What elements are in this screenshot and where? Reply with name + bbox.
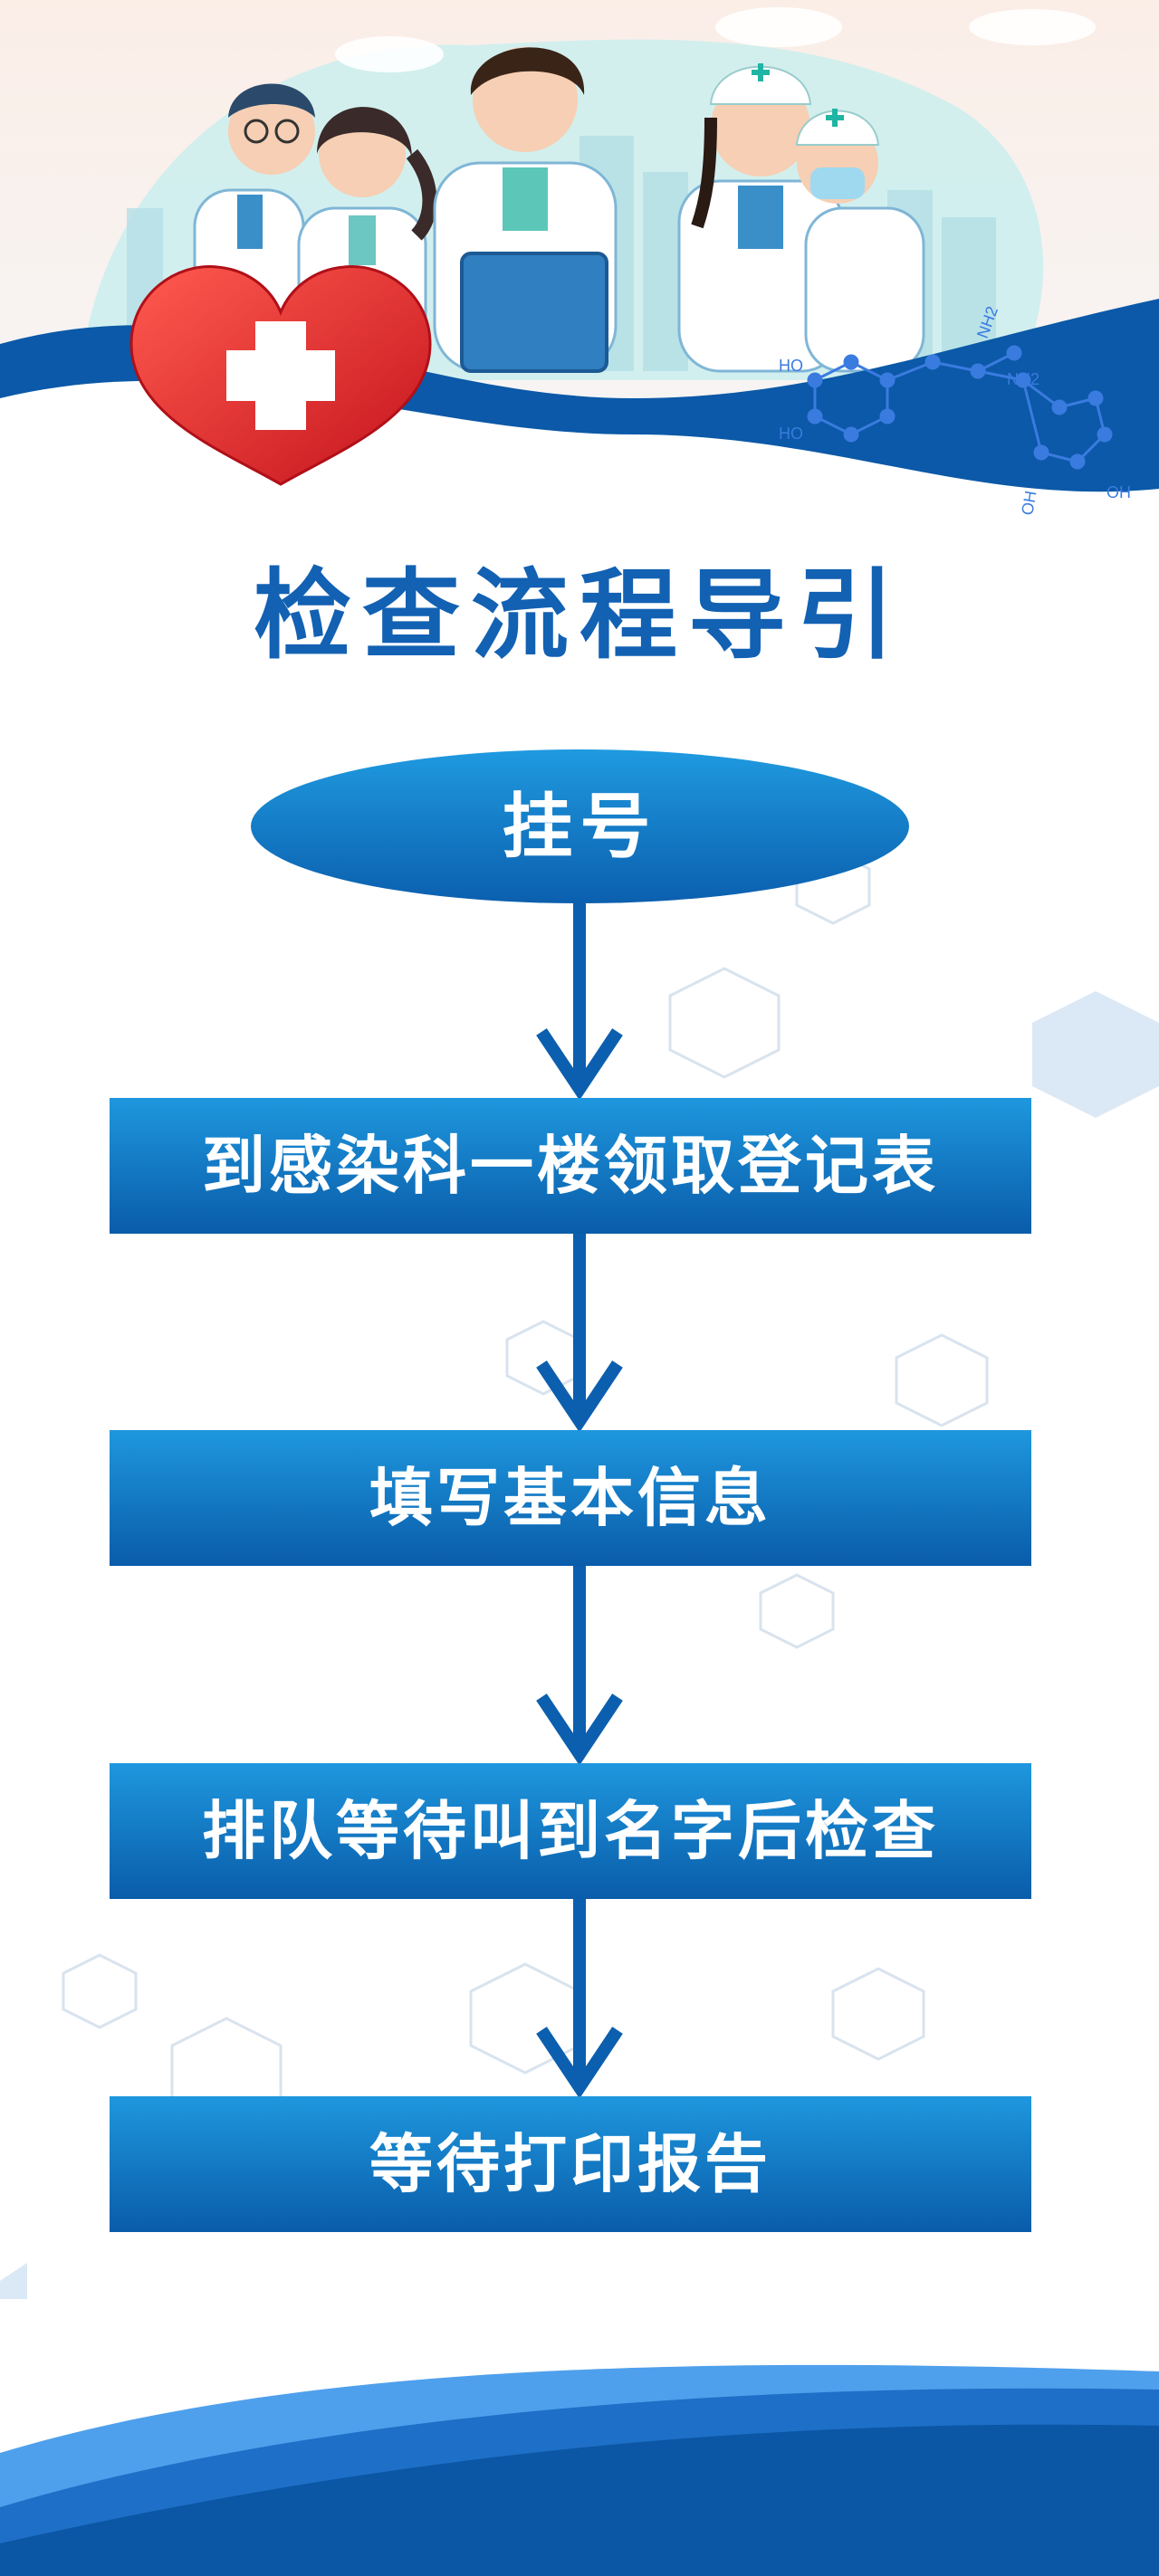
flow-step-2: 填写基本信息 (110, 1430, 1031, 1566)
nurse-1-icon (677, 63, 844, 373)
flow-step-4: 等待打印报告 (110, 2096, 1031, 2232)
flow-start-oval: 挂号 (251, 749, 909, 903)
molecule-label: HO (779, 357, 803, 375)
heart-cross-icon (129, 265, 432, 486)
molecule-label: NH2 (1007, 370, 1039, 388)
molecule-labels: HO HO NH2 NH2 OH OH (779, 304, 1131, 517)
molecule-label: HO (779, 425, 803, 443)
molecule-label: OH (1018, 490, 1039, 517)
header-illustration: HO HO NH2 NH2 OH OH (0, 0, 1159, 543)
hexagon-shape (0, 2263, 27, 2299)
doctor-3-icon (433, 47, 618, 373)
flow-step-1: 到感染科一楼领取登记表 (110, 1098, 1031, 1234)
page-title: 检查流程导引 (253, 560, 905, 670)
flow-step-3: 排队等待叫到名字后检查 (110, 1763, 1031, 1899)
clouds (335, 7, 1096, 72)
nurse-2-icon (795, 109, 925, 373)
molecule-icon (807, 345, 1113, 470)
molecule-label: OH (1106, 483, 1131, 501)
hexagon-shape (1032, 991, 1159, 1118)
footer-wave (0, 2364, 1159, 2576)
